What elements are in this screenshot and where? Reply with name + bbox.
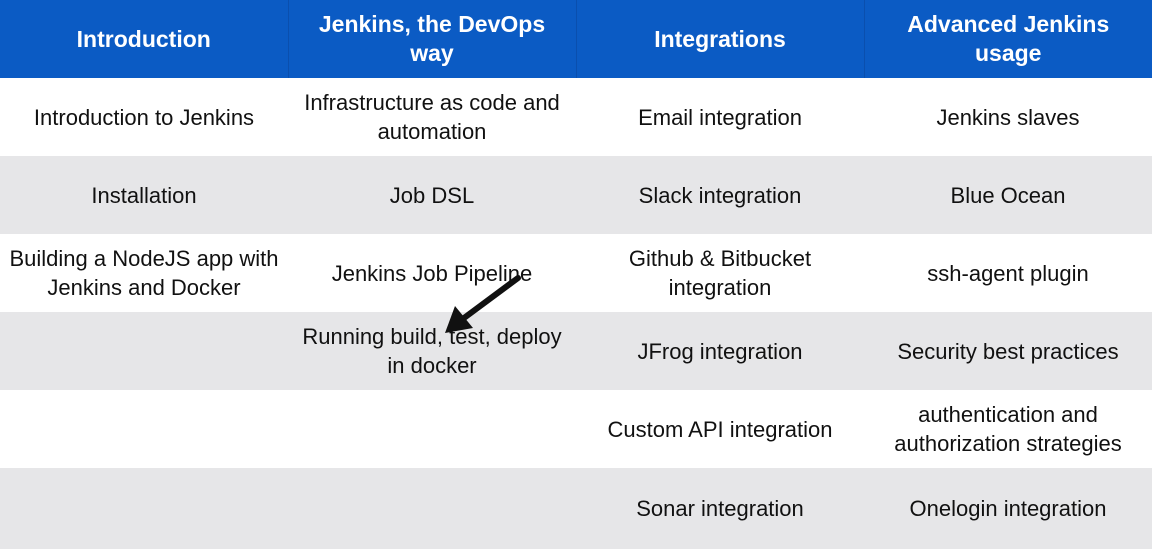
table-cell: Email integration <box>638 104 802 130</box>
table-row: Installation Job DSL Slack integration B… <box>0 156 1152 234</box>
table-cell: authentication and authorization strateg… <box>894 402 1122 456</box>
table-cell: Infrastructure as code and automation <box>304 90 560 144</box>
table-cell <box>0 468 288 549</box>
table-cell: Sonar integration <box>636 496 804 521</box>
table-cell: Job DSL <box>389 182 475 208</box>
header-row: Introduction Jenkins, the DevOps way Int… <box>0 0 1152 78</box>
table-cell: Security best practices <box>897 338 1119 364</box>
table-cell: ssh-agent plugin <box>927 260 1089 286</box>
table-cell: Building a NodeJS app with Jenkins and D… <box>9 246 279 300</box>
table-cell: Jenkins Job Pipeline <box>331 260 533 286</box>
table-row: Sonar integration Onelogin integration <box>0 468 1152 549</box>
table-cell: Jenkins slaves <box>936 104 1080 130</box>
table-cell: Installation <box>91 182 197 208</box>
table-cell: Custom API integration <box>607 416 833 442</box>
table-cell <box>0 390 288 468</box>
table-cell <box>288 390 576 468</box>
table-cell: JFrog integration <box>637 338 803 364</box>
table-cell: Introduction to Jenkins <box>33 104 255 130</box>
table-cell: Github & Bitbucket integration <box>628 246 812 300</box>
column-header-devops: Jenkins, the DevOps way <box>288 0 577 78</box>
table-row: Custom API integration authentication an… <box>0 390 1152 468</box>
table-cell: Running build, test, deploy in docker <box>302 324 562 378</box>
table-row: Introduction to Jenkins Infrastructure a… <box>0 78 1152 156</box>
table-cell <box>288 468 576 549</box>
column-header-integrations: Integrations <box>576 0 865 78</box>
table-cell: Onelogin integration <box>909 496 1107 521</box>
column-header-advanced: Advanced Jenkins usage <box>864 0 1152 78</box>
table-cell: Slack integration <box>638 182 802 208</box>
table-row: Running build, test, deploy in docker JF… <box>0 312 1152 390</box>
table-row: Building a NodeJS app with Jenkins and D… <box>0 234 1152 312</box>
column-header-introduction: Introduction <box>0 0 289 78</box>
table-cell: Blue Ocean <box>950 182 1066 208</box>
table-cell <box>0 312 288 390</box>
